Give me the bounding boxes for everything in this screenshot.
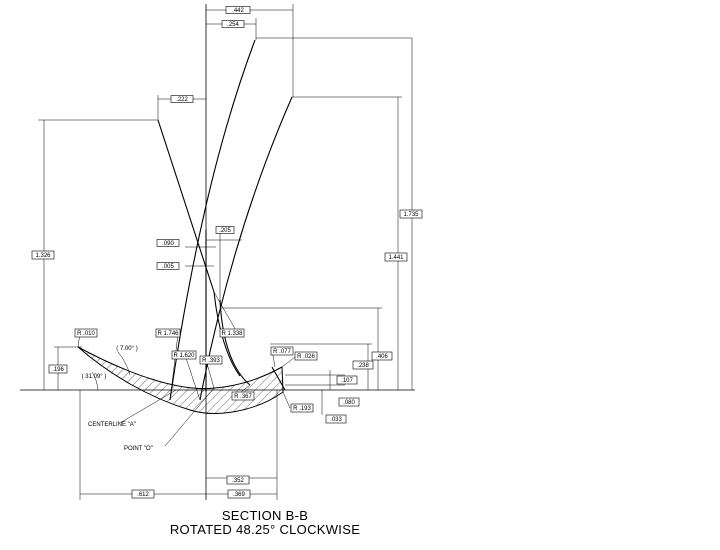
dimension-label-text: R 1.338 — [221, 331, 243, 337]
dimension-label: .107 — [336, 375, 358, 385]
dimension-label-text: R .367 — [234, 394, 252, 400]
dimension-label-box — [171, 350, 197, 360]
profile-lines — [157, 39, 293, 401]
dimension-label-text: .033 — [330, 417, 342, 423]
dimension-label-text: .205 — [219, 228, 231, 234]
dimension-label-box — [199, 355, 223, 365]
dimension-label: 1.326 — [31, 250, 55, 260]
dimension-label-box — [336, 375, 358, 385]
angle-label: ( 31.09° ) — [82, 374, 107, 380]
dimension-label-text: .612 — [137, 492, 149, 498]
dimension-label-box — [225, 6, 251, 14]
dimension-lines — [20, 4, 415, 500]
callout-note: CENTERLINE "A" — [88, 422, 136, 428]
dimension-label: .612 — [131, 489, 155, 499]
dimension-label-box — [156, 262, 180, 270]
dimension-label-text: 1.441 — [388, 255, 404, 261]
dimension-labels: .442 .254 .222 1.735 1.326 .205 .090 .005 1.441R… — [31, 6, 423, 499]
dimension-label-box — [226, 475, 250, 485]
dimension-label-text: .107 — [341, 378, 353, 384]
dimension-label-text: 1.735 — [403, 212, 419, 218]
dimension-label: 1.735 — [399, 209, 423, 219]
dimension-label: R .193 — [290, 403, 314, 413]
dimension-label: .442 — [225, 6, 251, 14]
dimension-label-text: .196 — [52, 367, 64, 373]
dimension-label: .080 — [338, 397, 360, 407]
dimension-label: 1.441 — [384, 252, 408, 262]
angle-label: ( 7.00° ) — [116, 346, 137, 352]
dimension-label-box — [74, 328, 98, 338]
dimension-label-box — [290, 403, 314, 413]
dimension-label-box — [227, 489, 251, 499]
dimension-label: .005 — [156, 262, 180, 270]
dimension-label: R .077 — [270, 346, 294, 356]
dimension-label: .090 — [156, 239, 180, 247]
dimension-label: .369 — [227, 489, 251, 499]
dimension-label-box — [338, 397, 360, 407]
dimension-label-text: .090 — [162, 241, 174, 247]
dimension-label-box — [231, 391, 255, 401]
dimension-label: R .393 — [199, 355, 223, 365]
dimension-label: R .367 — [231, 391, 255, 401]
dimension-label-text: .005 — [162, 264, 174, 270]
dimension-label-box — [325, 414, 347, 424]
rotation-note: ROTATED 48.25° CLOCKWISE — [170, 522, 360, 537]
dimension-label: .352 — [226, 475, 250, 485]
dimension-label-box — [48, 364, 68, 374]
callout-note: POINT "O" — [124, 446, 153, 452]
dimension-label-box — [155, 328, 181, 338]
dimension-label-box — [270, 346, 294, 356]
dimension-label-box — [371, 351, 393, 361]
dimension-label: .033 — [325, 414, 347, 424]
dimension-label: R 1.746 — [155, 328, 181, 338]
dimension-label: .254 — [221, 20, 245, 28]
dimension-label: .406 — [371, 351, 393, 361]
dimension-label-box — [215, 226, 235, 234]
dimension-label: R 1.338 — [219, 328, 245, 338]
dimension-label: .196 — [48, 364, 68, 374]
dimension-label: .222 — [170, 95, 194, 103]
dimension-label-text: .369 — [233, 492, 245, 498]
dimension-label-text: 1.326 — [35, 253, 51, 259]
dimension-label-text: R .010 — [77, 331, 95, 337]
dimension-label-text: .352 — [232, 478, 244, 484]
dimension-label: R .010 — [74, 328, 98, 338]
dimension-label-text: R .077 — [273, 349, 291, 355]
dimension-label-text: .442 — [232, 8, 244, 14]
dimension-label-box — [352, 360, 374, 370]
dimension-label-text: R .026 — [297, 354, 315, 360]
dimension-label-text: R 1.620 — [173, 353, 195, 359]
section-title: SECTION B-B — [222, 508, 308, 523]
dimension-label-box — [156, 239, 180, 247]
dimension-label: .205 — [215, 226, 235, 234]
dimension-label-box — [131, 489, 155, 499]
dimension-label-box — [294, 351, 318, 361]
dimension-label-text: .222 — [176, 97, 188, 103]
dimension-label-box — [219, 328, 245, 338]
dimension-label: .238 — [352, 360, 374, 370]
dimension-label-text: R 1.746 — [157, 331, 179, 337]
dimension-label-text: .080 — [343, 400, 355, 406]
dimension-label-box — [384, 252, 408, 262]
dimension-label-text: R .193 — [293, 406, 311, 412]
dimension-label-box — [31, 250, 55, 260]
dimension-label-box — [221, 20, 245, 28]
dimension-label-text: .238 — [357, 363, 369, 369]
dimension-label-box — [399, 209, 423, 219]
dimension-label: R 1.620 — [171, 350, 197, 360]
dimension-label-text: .254 — [227, 22, 239, 28]
dimension-label-box — [170, 95, 194, 103]
dimension-label-text: .406 — [376, 354, 388, 360]
dimension-label: R .026 — [294, 351, 318, 361]
dimension-label-text: R .393 — [202, 358, 220, 364]
